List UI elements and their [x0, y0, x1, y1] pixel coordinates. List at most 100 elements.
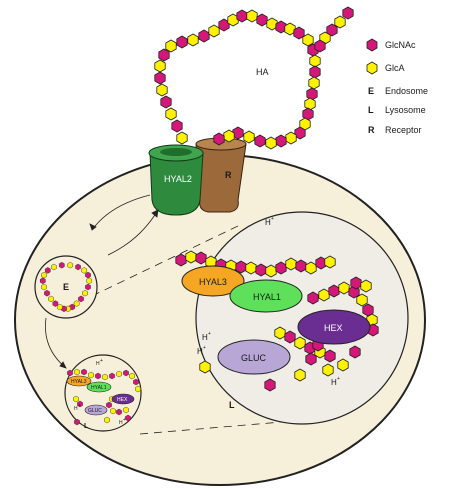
lysosome-large-sugar-hexagon: [307, 291, 319, 305]
lysosome-large-sugar-hexagon: [318, 288, 330, 302]
ha-sugar-hexagon: [254, 134, 266, 148]
gluc-small-label: GLUC: [88, 408, 102, 414]
lysosome-small-sugar-hexagon: [67, 369, 73, 377]
ha-sugar-hexagon: [232, 126, 244, 140]
ha-sugar-hexagon: [243, 130, 255, 144]
ha-sugar-hexagon: [334, 15, 346, 29]
lysosome-small-sugar-hexagon: [74, 368, 80, 376]
lysosome-large-sugar-hexagon: [195, 251, 207, 265]
lysosome-large-sugar-hexagon: [235, 260, 247, 274]
lysosome-large-sugar-hexagon: [360, 279, 372, 293]
lysosome-small-sugar-hexagon: [95, 372, 101, 380]
ha-sugar-hexagon: [176, 131, 188, 145]
ha-sugar-hexagon: [308, 76, 320, 90]
endosome-sugar-hexagon: [51, 263, 57, 271]
svg-text:H: H: [119, 420, 123, 426]
lysosome-small-sugar-hexagon: [135, 385, 141, 393]
endosome-sugar-hexagon: [73, 300, 80, 307]
ha-sugar-hexagon: [171, 119, 183, 133]
ha-sugar-hexagon: [246, 9, 258, 23]
lysosome-small-ha-chain: [67, 368, 141, 426]
hyal1-small: [86, 381, 112, 393]
endosome-sugar-hexagon: [85, 283, 91, 291]
legend-lysosome-label: Lysosome: [385, 105, 426, 115]
endosome-sugar-hexagon: [69, 303, 76, 311]
lysosome-large-sugar-hexagon: [265, 264, 277, 278]
legend-lysosome-key: L: [368, 105, 374, 115]
lysosome-large-sugar-hexagon: [350, 276, 362, 290]
ha-sugar-hexagon: [294, 126, 306, 140]
ha-sugar-hexagon: [275, 134, 287, 148]
lysosome-large-sugar-hexagon: [322, 363, 334, 377]
ha-sugar-hexagon: [304, 97, 316, 111]
hyal3-label: HYAL3: [199, 277, 227, 287]
ha-sugar-hexagon: [265, 136, 277, 150]
lysosome-large-sugar-hexagon: [275, 261, 287, 275]
lysosome-large-sugar-hexagon: [324, 349, 336, 363]
proton-small-2: H+: [74, 403, 81, 412]
pathway-arrows: [45, 194, 306, 435]
legend-glca-hexagon: [366, 61, 378, 75]
svg-text:H: H: [197, 347, 203, 356]
lysosome-large-label: L: [229, 400, 235, 410]
endosome-ha-chain: [40, 261, 93, 313]
hyal2-label: HYAL2: [164, 174, 192, 184]
legend: GlcNAc GlcA E Endosome L Lysosome R Rece…: [366, 38, 428, 135]
svg-text:+: +: [203, 345, 206, 351]
hex-small: [111, 393, 135, 405]
ha-sugar-hexagon: [293, 26, 305, 40]
proton-3: H+: [197, 345, 206, 356]
legend-glcnac-label: GlcNAc: [385, 40, 416, 50]
lysosome-small-sugar-hexagon: [110, 407, 116, 415]
endosome-sugar-hexagon: [59, 261, 65, 269]
hex-enzyme: [297, 309, 371, 345]
endosome-sugar-hexagon: [85, 271, 91, 279]
gluc-label: GLUC: [241, 353, 267, 363]
receptor-label: R: [225, 170, 232, 180]
lysosome-large-sugar-hexagon: [199, 360, 211, 374]
ha-sugar-hexagon: [156, 83, 168, 97]
ha-sugar-hexagon: [160, 95, 172, 109]
lysosome-small-sugar-hexagon: [104, 416, 110, 424]
ha-sugar-hexagon: [154, 71, 166, 85]
endosome-sugar-hexagon: [67, 261, 74, 269]
lysosome-large-sugar-hexagon: [185, 250, 197, 264]
ha-sugar-hexagon: [198, 29, 210, 43]
endosome-sugar-hexagon: [45, 267, 51, 274]
proton-2: H+: [202, 331, 211, 342]
lysosome-large-sugar-hexagon: [349, 345, 361, 359]
legend-endosome-key: E: [368, 86, 374, 96]
lysosome-large-sugar-hexagon: [305, 352, 317, 366]
svg-text:+: +: [78, 403, 81, 409]
endosome-sugar-hexagon: [41, 283, 47, 291]
lysosome-large-sugar-hexagon: [328, 284, 340, 298]
lysosome-large-sugar-hexagon: [284, 330, 296, 344]
legend-glcnac-hexagon: [366, 38, 378, 52]
legend-glca-label: GlcA: [385, 63, 405, 73]
ha-sugar-hexagon: [314, 39, 326, 53]
ha-sugar-hexagon: [158, 48, 170, 62]
lysosome-small-sugar-hexagon: [123, 406, 129, 414]
lysosome-small-sugar-hexagon: [102, 373, 108, 381]
lysosome-small-sugar-hexagon: [116, 408, 122, 416]
hyal2-enzyme: HYAL2: [148, 144, 204, 216]
svg-text:+: +: [208, 331, 211, 337]
lysosome-large-sugar-hexagon: [324, 255, 336, 269]
ha-sugar-hexagon: [165, 39, 177, 53]
ha-sugar-hexagon: [256, 13, 268, 27]
ha-sugar-hexagon: [285, 131, 297, 145]
lysosome-large-sugar-hexagon: [175, 253, 187, 267]
ha-sugar-hexagon: [213, 132, 225, 146]
svg-text:H: H: [74, 406, 78, 412]
proton-small-1: H+: [96, 358, 103, 367]
ha-sugar-hexagon: [306, 87, 318, 101]
gluc-small: [84, 404, 108, 416]
lysosome-small-sugar-hexagon: [123, 369, 129, 377]
lysosome-small: HYAL3 HYAL1 HEX GLUC H+ H+ H+ L: [64, 354, 142, 432]
lysosome-small-sugar-hexagon: [74, 418, 80, 426]
hyal3-enzyme: [181, 265, 245, 297]
hyal3-small-label: HYAL3: [71, 379, 87, 385]
lysosome-large-sugar-hexagon: [274, 326, 286, 340]
endosome-sugar-hexagon: [78, 295, 84, 303]
proton-small-3: H+: [119, 417, 126, 426]
